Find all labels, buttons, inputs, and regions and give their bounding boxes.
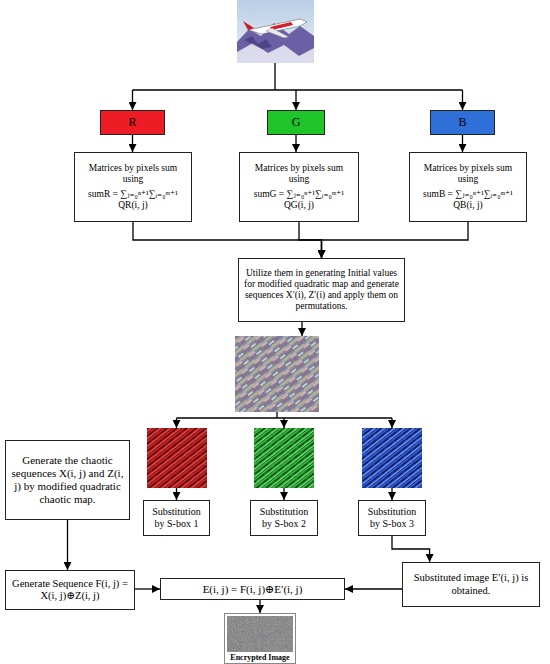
node-text: Encrypted Image: [230, 653, 289, 662]
split-lines: [133, 63, 463, 500]
formula-text: sumR = ∑ⱼ₌₀ⁿ⁺¹∑ᵢ₌₀ᵐ⁺¹ QR(i, j): [79, 189, 187, 211]
flow-arrow: [133, 222, 322, 258]
process-box: Matrices by pixels sum using sumG = ∑ⱼ₌₀ⁿ…: [239, 152, 359, 222]
node-text: Generate the chaotic sequences X(i, j) a…: [10, 454, 125, 506]
flow-arrow: [299, 222, 322, 258]
process-box: Generate Sequence F(i, j) = X(i, j)⊕Z(i,…: [5, 570, 135, 610]
red-channel-image: [147, 428, 207, 488]
node-text: Substitution by S-box 3: [363, 506, 421, 530]
blue-channel-image: [362, 428, 422, 488]
image-plane-wing: [266, 28, 289, 38]
encrypted-noise: [227, 616, 293, 652]
node-text: Matrices by pixels sum using: [79, 163, 187, 185]
flow-arrow: [301, 322, 302, 336]
channel-box: G: [267, 110, 325, 135]
node-text: Substitution by S-box 2: [255, 506, 313, 530]
formula-text: sumG = ∑ⱼ₌₀ⁿ⁺¹∑ᵢ₌₀ᵐ⁺¹ QG(i, j): [244, 189, 354, 211]
split-arrow: [462, 90, 463, 110]
split-arrow: [391, 418, 392, 428]
split-line: [177, 412, 393, 418]
split-line: [133, 63, 463, 90]
node-text: Substitution by S-box 1: [148, 506, 205, 530]
sbox-box: Substitution by S-box 1: [143, 500, 210, 536]
node-text: G: [292, 115, 301, 129]
node-text: B: [458, 115, 466, 129]
sbox-box: Substitution by S-box 3: [358, 500, 426, 536]
channel-box: R: [100, 110, 165, 135]
sbox-box: Substitution by S-box 2: [250, 500, 318, 536]
node-text: Substituted image E′(i, j) is obtained.: [407, 572, 535, 597]
flow-arrow: [135, 588, 160, 589]
flow-arrow: [462, 135, 463, 152]
node-text: E(i, j) = F(i, j)⊕E′(i, j): [203, 583, 303, 596]
flow-arrow: [132, 135, 133, 152]
process-box: Matrices by pixels sum using sumR = ∑ⱼ₌₀ⁿ…: [74, 152, 192, 222]
channel-box: B: [430, 110, 495, 135]
image-plane-tail: [243, 21, 254, 30]
permuted-stripes: [235, 336, 319, 412]
flow-arrow: [392, 536, 430, 562]
image-snow: [237, 43, 314, 63]
formula-text: sumB = ∑ⱼ₌₀ⁿ⁺¹∑ᵢ₌₀ᵐ⁺¹ QB(i, j): [414, 189, 522, 211]
permuted-noise: [235, 336, 319, 412]
flow-arrow: [345, 588, 402, 589]
flow-arrow: [295, 135, 296, 152]
node-text: Matrices by pixels sum using: [244, 163, 354, 185]
node-text: R: [128, 115, 136, 129]
flow-arrow: [322, 222, 469, 258]
process-box: Matrices by pixels sum using sumB = ∑ⱼ₌₀ⁿ…: [409, 152, 527, 222]
node-text: Generate Sequence F(i, j) = X(i, j)⊕Z(i,…: [10, 578, 130, 603]
flow-arrow: [176, 488, 177, 500]
output-image: Encrypted Image: [224, 613, 296, 664]
flow-arrow: [283, 488, 284, 500]
permuted-image: [235, 336, 319, 412]
image-sky: [237, 0, 314, 63]
split-arrow: [283, 418, 284, 428]
process-box: Generate the chaotic sequences X(i, j) a…: [5, 440, 130, 520]
split-arrow: [295, 90, 296, 110]
flow-arrow: [391, 488, 392, 500]
process-box: Substituted image E′(i, j) is obtained.: [402, 562, 540, 607]
node-text: Utilize them in generating Initial value…: [243, 268, 400, 313]
flow-arrow: [67, 520, 68, 570]
equation-box: E(i, j) = F(i, j)⊕E′(i, j): [160, 578, 345, 600]
input-image: [237, 0, 314, 63]
image-ridge: [244, 36, 272, 49]
node-text: Matrices by pixels sum using: [414, 163, 522, 185]
split-arrow: [176, 418, 177, 428]
flow-arrow: [259, 600, 260, 613]
process-box: Utilize them in generating Initial value…: [238, 258, 405, 322]
green-channel-image: [254, 428, 314, 488]
split-arrow: [132, 90, 133, 110]
